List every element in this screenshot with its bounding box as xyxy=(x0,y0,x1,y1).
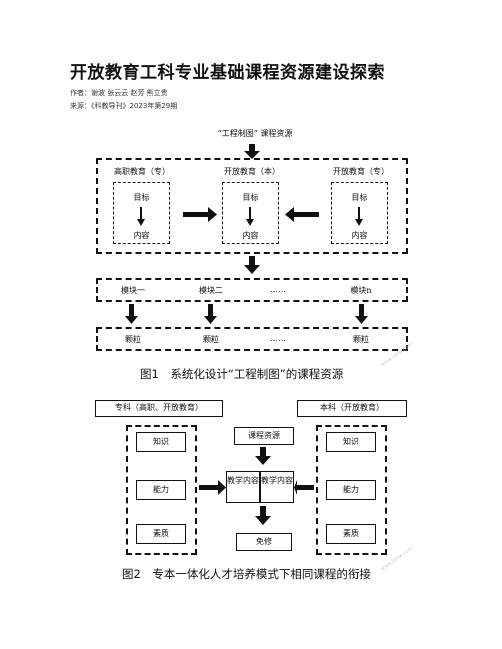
fig1-top-label: “工程制图” 课程资源 xyxy=(217,129,293,138)
fig1-module-label: …… xyxy=(270,285,286,294)
fig2-teaching-content-left: 教学内容 xyxy=(226,471,260,503)
fig1-goal-label: 目标 xyxy=(242,193,259,202)
authors-line: 作者：谢波 张云云 赵芳 熊立贵 xyxy=(70,89,168,97)
fig1-inner-box xyxy=(113,182,170,244)
fig1-goal-label: 目标 xyxy=(133,193,150,202)
fig2-exemption: 免修 xyxy=(236,533,292,551)
fig1-content-label: 内容 xyxy=(242,231,259,240)
fig1-modules-row xyxy=(96,278,408,302)
fig2-right-item: 知识 xyxy=(326,432,376,452)
fig1-arrow-right-to-center xyxy=(285,207,319,222)
fig1-module-label: 模块二 xyxy=(199,286,223,295)
fig1-granule-label: 颗粒 xyxy=(353,335,369,344)
fig1-inner-box xyxy=(331,182,388,244)
fig2-right-column xyxy=(316,425,387,555)
fig1-arrow-left-to-center xyxy=(183,207,217,222)
source-line: 来源：《科教导刊》2023年第29期 xyxy=(70,102,178,110)
fig1-goal-content-arrow xyxy=(355,207,363,226)
fig2-teaching-content-right: 教学内容 xyxy=(260,471,294,503)
fig1-caption: 图1 系统化设计“工程制图”的课程资源 xyxy=(140,367,344,381)
fig1-granule-label: …… xyxy=(270,334,286,343)
fig2-right-item: 能力 xyxy=(326,480,376,500)
fig2-right-header: 本科（开放教育） xyxy=(297,400,407,417)
fig1-arrow-to-modules xyxy=(244,256,260,274)
fig2-left-header: 专科（高职、开放教育） xyxy=(95,400,223,417)
fig1-inner-box xyxy=(222,182,279,244)
fig2-left-item: 知识 xyxy=(136,432,186,452)
fig1-module-label: 模块一 xyxy=(121,286,145,295)
fig2-arrow-left-to-content xyxy=(199,480,226,495)
fig2-course-resources: 课程资源 xyxy=(234,427,294,445)
fig1-arrow-module-granule xyxy=(204,304,217,324)
fig1-granule-label: 颗粒 xyxy=(125,335,141,344)
fig1-arrow-module-granule xyxy=(125,304,138,324)
fig1-arrow-top-down xyxy=(244,144,260,159)
fig2-arrow-content-to-exemption xyxy=(255,506,271,525)
fig2-right-item: 素质 xyxy=(326,524,376,544)
fig2-left-item: 能力 xyxy=(136,480,186,500)
fig1-content-label: 内容 xyxy=(351,231,368,240)
fig1-granule-label: 颗粒 xyxy=(203,335,219,344)
fig2-arrow-right-to-content xyxy=(294,480,314,495)
fig1-content-label: 内容 xyxy=(133,231,150,240)
fig1-goal-label: 目标 xyxy=(351,193,368,202)
fig2-left-column xyxy=(126,425,197,555)
fig1-col-title: 开放教育（专） xyxy=(333,167,389,176)
fig2-caption: 图2 专本一体化人才培养模式下相同课程的衔接 xyxy=(122,567,371,581)
fig1-col-title: 开放教育（本） xyxy=(224,167,280,176)
fig1-col-title: 高职教育（专） xyxy=(114,167,170,176)
fig2-left-item: 素质 xyxy=(136,524,186,544)
fig1-arrow-module-granule xyxy=(355,304,368,324)
fig1-granules-row xyxy=(96,327,408,351)
fig1-goal-content-arrow xyxy=(137,207,145,226)
fig1-module-label: 模块n xyxy=(350,286,372,295)
fig2-arrow-resources-to-content xyxy=(255,447,271,465)
fig1-goal-content-arrow xyxy=(246,207,254,226)
page-title: 开放教育工科专业基础课程资源建设探索 xyxy=(70,63,385,83)
